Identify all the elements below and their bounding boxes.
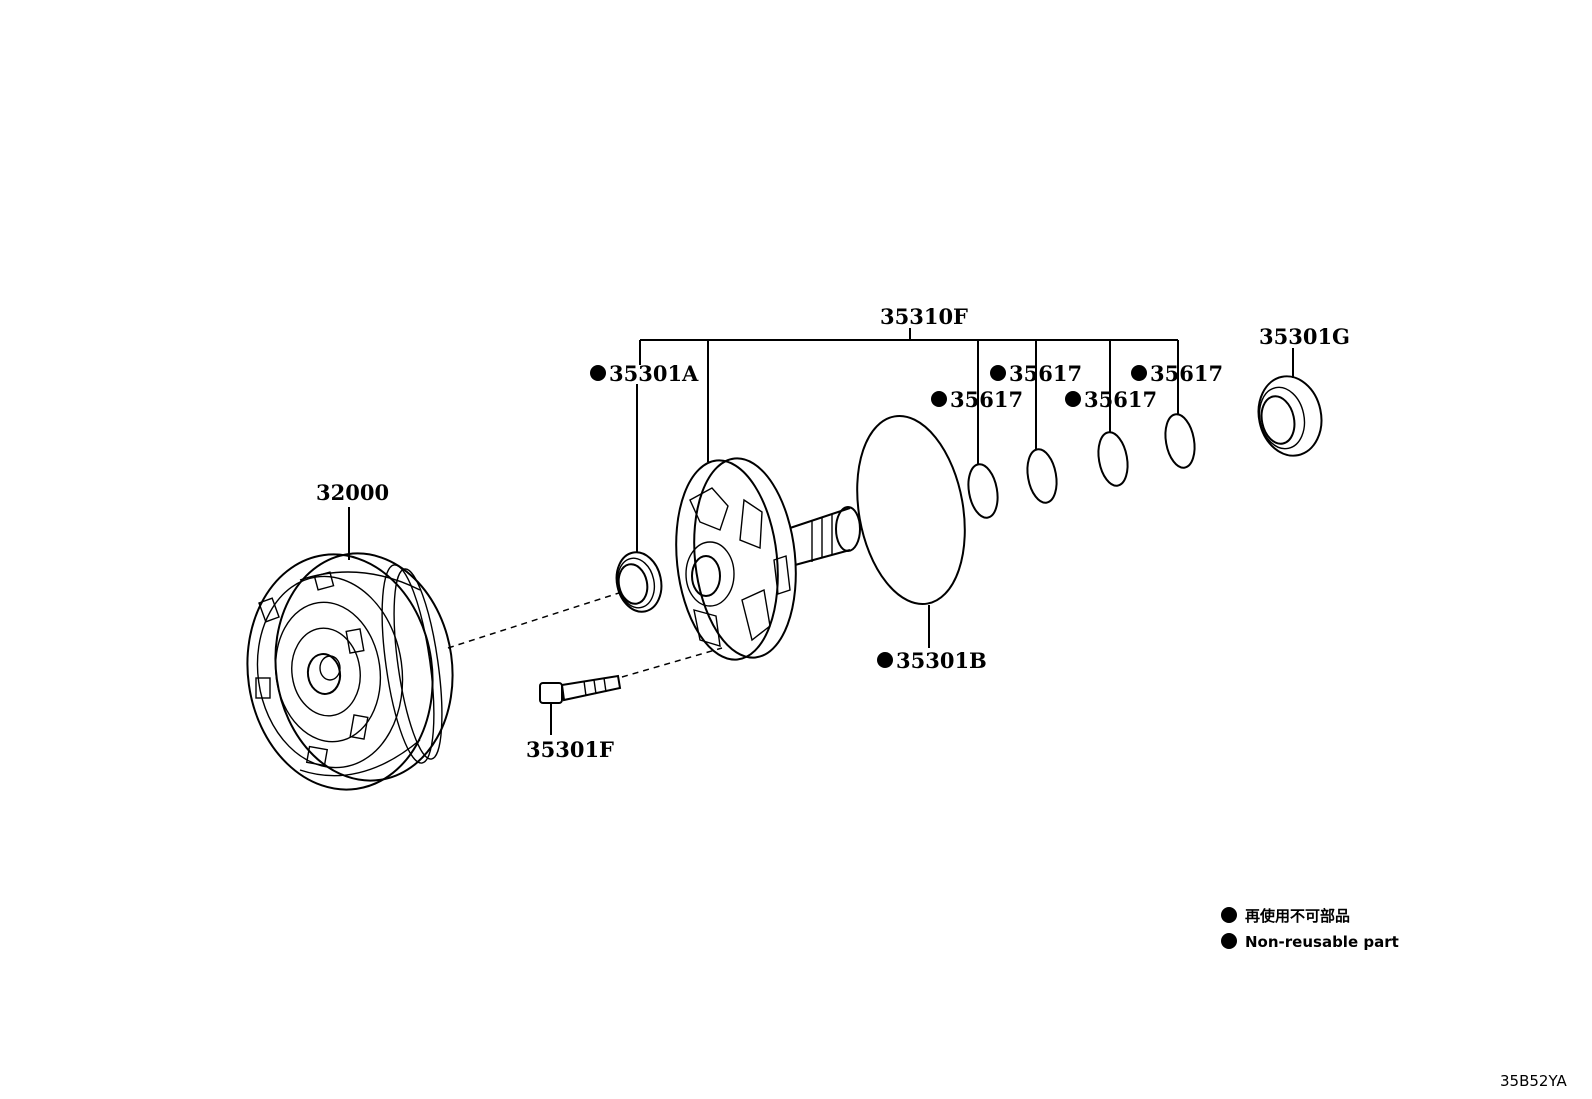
- diagram-code: 35B52YA: [1500, 1072, 1567, 1090]
- part-label-35617-b[interactable]: 35617: [1009, 361, 1082, 386]
- non-reusable-marker: [931, 391, 947, 407]
- oil-seal-35301A[interactable]: [611, 548, 667, 616]
- part-label-35301G[interactable]: 35301G: [1259, 324, 1350, 349]
- legend-text-en: Non-reusable part: [1245, 933, 1399, 951]
- legend-bullet-icon: [1221, 907, 1237, 923]
- bracket-35310F: [639, 328, 1179, 464]
- legend: 再使用不可部品 Non-reusable part: [1221, 907, 1399, 951]
- part-label-35617-c[interactable]: 35617: [1084, 387, 1157, 412]
- oil-pump-assembly[interactable]: [667, 453, 861, 664]
- part-label-35301B[interactable]: 35301B: [896, 648, 987, 673]
- part-label-35301A[interactable]: 35301A: [609, 361, 699, 386]
- seal-ring-35617-3[interactable]: [1095, 430, 1132, 488]
- non-reusable-marker: [1131, 365, 1147, 381]
- legend-text-jp: 再使用不可部品: [1245, 907, 1350, 925]
- bearing-35301G[interactable]: [1251, 370, 1328, 461]
- part-label-35617-a[interactable]: 35617: [950, 387, 1023, 412]
- seal-ring-35617-2[interactable]: [1024, 447, 1061, 505]
- assembly-line-bolt: [621, 647, 723, 678]
- assembly-line-converter: [447, 591, 623, 649]
- non-reusable-marker: [590, 365, 606, 381]
- seal-ring-35617-4[interactable]: [1162, 412, 1199, 470]
- part-label-35310F[interactable]: 35310F: [880, 304, 968, 329]
- part-label-32000[interactable]: 32000: [316, 480, 389, 505]
- part-label-35617-d[interactable]: 35617: [1150, 361, 1223, 386]
- torque-converter[interactable]: [232, 542, 467, 802]
- bolt-35301F[interactable]: [539, 674, 622, 704]
- part-label-35301F[interactable]: 35301F: [526, 737, 614, 762]
- non-reusable-marker: [877, 652, 893, 668]
- non-reusable-marker: [990, 365, 1006, 381]
- seal-ring-35617-1[interactable]: [965, 462, 1002, 520]
- non-reusable-marker: [1065, 391, 1081, 407]
- legend-bullet-icon: [1221, 933, 1237, 949]
- o-ring-35301B[interactable]: [843, 407, 978, 612]
